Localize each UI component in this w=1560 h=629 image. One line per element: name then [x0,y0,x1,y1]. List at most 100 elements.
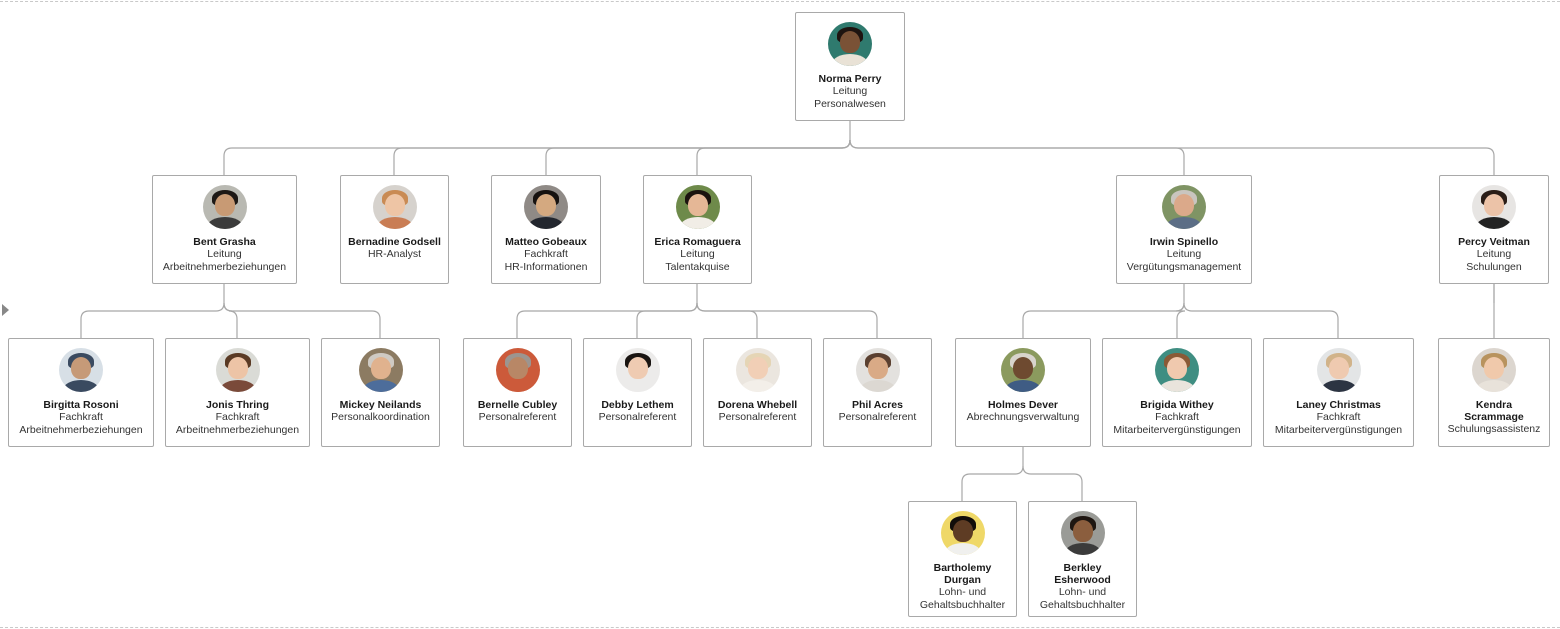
avatar [358,348,403,392]
person-name: Kendra Scrammage [1464,399,1524,423]
connector-line [849,139,1495,175]
person-department: Personalreferent [598,411,677,423]
person-department: Vergütungsmanagement [1126,260,1242,273]
avatar [1316,348,1361,392]
person-department: Talentakquise [665,260,730,273]
avatar [1001,348,1045,392]
person-department: Mitarbeitervergünstigungen [1274,423,1403,436]
person-department: Arbeitnehmerbeziehungen [175,423,300,436]
person-department: Mitarbeitervergünstigungen [1113,423,1241,436]
avatar [1162,185,1206,229]
person-role: Leitung [1166,248,1202,260]
avatar [675,185,720,229]
avatar [215,348,260,392]
person-role: Leitung [680,248,715,260]
person-name: Erica Romaguera [654,236,741,248]
person-role: Leitung [832,85,868,97]
person-department: Personalreferent [478,411,557,423]
person-department: Personalwesen [814,97,886,110]
person-name: Bent Grasha [193,236,256,248]
panel-expand-icon[interactable] [2,304,9,316]
person-name: Percy Veitman [1458,236,1530,248]
connector-line [636,302,698,338]
person-name: Holmes Dever [987,399,1059,411]
avatar [202,185,247,229]
person-role: Fachkraft [524,248,568,260]
avatar [524,185,568,229]
connector-line [1022,465,1083,501]
connector-line [516,302,698,338]
person-name: Birgitta Rosoni [43,399,119,411]
connector-line [80,302,225,338]
connector-line [1022,302,1185,338]
person-role: Lohn- und [1058,586,1107,598]
avatar [1155,348,1199,392]
person-name: Irwin Spinello [1149,236,1219,248]
person-department: Abrechnungsverwaltung [966,411,1080,423]
person-department: Personalkoordination [331,411,430,423]
person-name: Laney Christmas [1296,399,1381,411]
person-role: Leitung [1476,248,1512,260]
person-name: Berkley Esherwood [1054,562,1111,586]
person-name: Dorena Whebell [717,399,798,411]
person-department: Schulungen [1466,260,1522,273]
person-name: Matteo Gobeaux [505,236,587,248]
avatar [735,348,780,392]
person-department: HR-Informationen [504,260,588,273]
person-name: Jonis Thring [206,399,269,411]
avatar [372,185,417,229]
connector-line [223,302,381,338]
avatar [615,348,660,392]
person-department: Personalreferent [718,411,797,423]
person-name: Brigida Withey [1140,399,1214,411]
person-role: Fachkraft [1316,411,1361,423]
connector-line [393,139,851,175]
person-name: Phil Acres [852,399,903,411]
person-department: Gehaltsbuchhalter [1039,598,1126,611]
avatar [940,511,985,555]
person-department: Schulungsassistenz [1447,423,1541,435]
person-role: Fachkraft [59,411,103,423]
person-name: Bernelle Cubley [477,399,558,411]
connector-line [1175,302,1186,338]
connector-line [1183,302,1339,338]
canvas-top-border [0,1,1560,2]
avatar [855,348,900,392]
person-name: Bernadine Godsell [348,236,441,248]
avatar [59,348,103,392]
person-department: Arbeitnehmerbeziehungen [162,260,287,273]
connector-line [961,465,1024,501]
person-department: Gehaltsbuchhalter [919,598,1006,611]
person-role: Leitung [207,248,242,260]
person-role: Fachkraft [215,411,260,423]
connector-line [545,139,851,175]
avatar [1472,348,1516,392]
avatar [1472,185,1516,229]
person-department: HR-Analyst [367,248,422,260]
avatar [828,22,872,66]
avatar [1060,511,1105,555]
connector-line [849,139,1185,175]
